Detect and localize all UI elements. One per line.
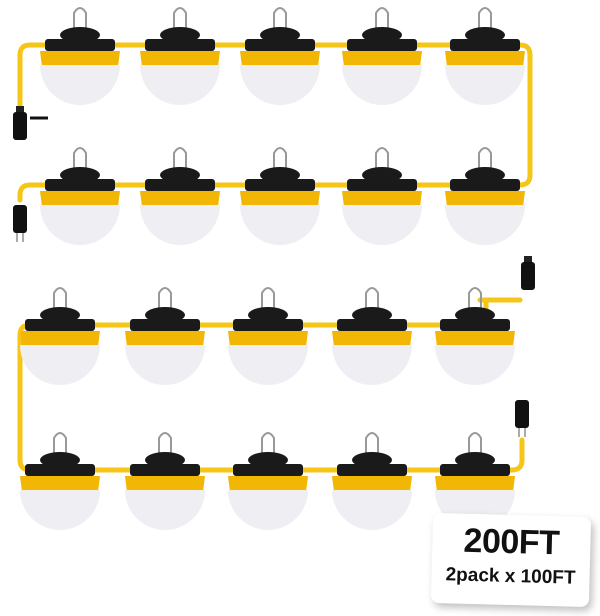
work-light-bulb	[40, 7, 120, 105]
work-light-bulb	[342, 147, 422, 245]
work-light-bulb	[435, 287, 515, 385]
work-light-bulb	[125, 287, 205, 385]
total-length-text: 200FT	[463, 521, 560, 563]
work-light-bulb	[332, 432, 412, 530]
work-light-bulb	[125, 432, 205, 530]
pack-text: 2pack x 100FT	[445, 564, 576, 589]
length-label-card: 200FT 2pack x 100FT	[430, 512, 592, 608]
male-plug-icon	[13, 205, 27, 242]
work-light-bulb	[228, 432, 308, 530]
work-light-bulb	[445, 7, 525, 105]
work-light-bulb	[445, 147, 525, 245]
work-light-bulb	[342, 7, 422, 105]
female-connector-icon	[13, 106, 27, 140]
work-light-bulb	[240, 147, 320, 245]
work-light-bulb	[332, 287, 412, 385]
work-light-bulb	[140, 147, 220, 245]
female-connector-icon	[521, 256, 535, 290]
work-light-bulb	[240, 7, 320, 105]
work-light-bulb	[20, 287, 100, 385]
work-light-bulb	[140, 7, 220, 105]
power-cord	[17, 42, 533, 203]
work-light-bulb	[228, 287, 308, 385]
work-light-bulb	[40, 147, 120, 245]
male-plug-icon	[515, 400, 529, 437]
work-light-bulb	[20, 432, 100, 530]
